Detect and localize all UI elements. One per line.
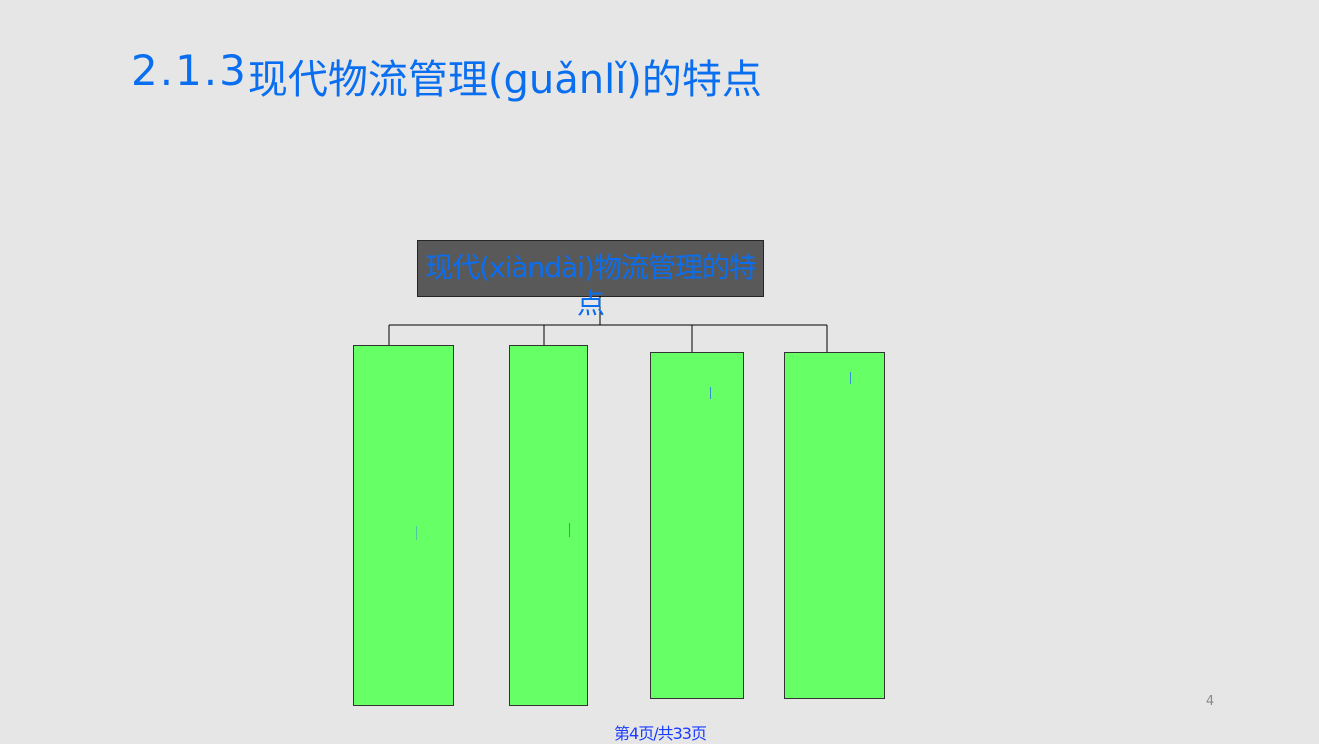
page-number: 4	[1205, 694, 1215, 709]
slide-title-text: 现代物流管理(guǎnlǐ)的特点	[247, 57, 762, 103]
child-node-1	[353, 345, 454, 706]
child-node-4-label	[850, 372, 851, 384]
child-node-2	[509, 345, 588, 706]
child-node-1-label	[416, 526, 417, 540]
footer-page-count: 第4页/共33页	[614, 724, 707, 743]
child-node-3	[650, 352, 744, 699]
child-node-3-label	[710, 387, 711, 399]
slide-title: 2.1.3现代物流管理(guǎnlǐ)的特点	[131, 50, 762, 101]
slide-title-number: 2.1.3	[131, 46, 248, 95]
child-node-4	[784, 352, 885, 699]
child-node-2-label	[569, 523, 570, 537]
root-node-label: 现代(xiàndài)物流管理的特点	[425, 251, 757, 320]
root-node-box	[417, 240, 764, 297]
